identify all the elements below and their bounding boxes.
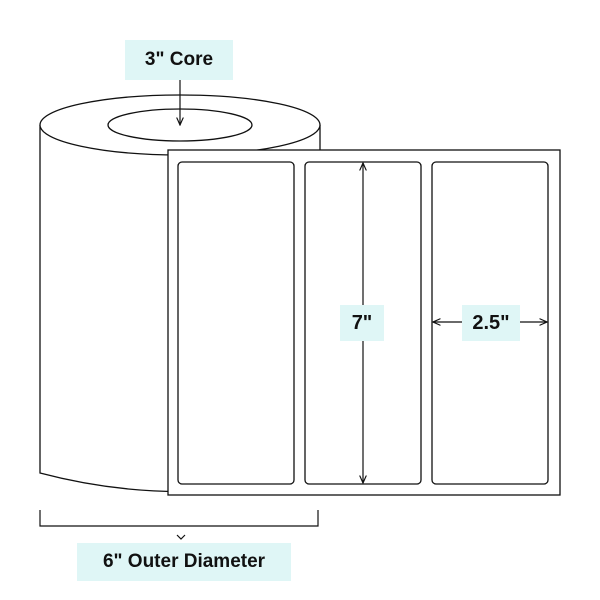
core-size-label: 3" Core <box>125 40 233 80</box>
diameter-bracket <box>39 510 319 527</box>
diameter-chevron-icon <box>176 534 186 540</box>
outer-diameter-label: 6" Outer Diameter <box>77 543 291 581</box>
label-height-dimension: 7" <box>340 305 384 341</box>
label-width-dimension: 2.5" <box>462 305 520 341</box>
label-1 <box>177 161 295 485</box>
